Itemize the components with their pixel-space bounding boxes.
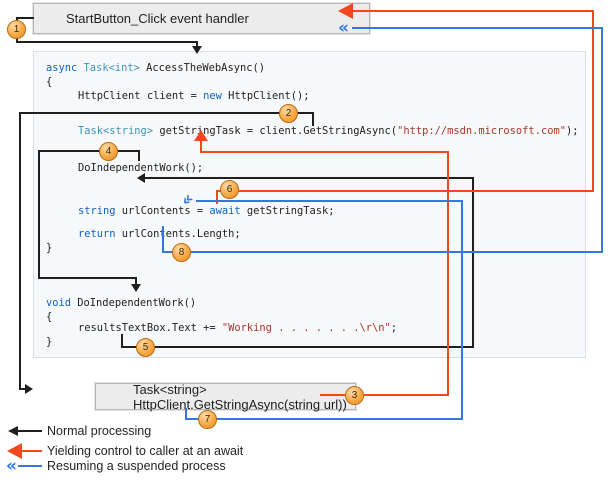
red-arrowhead-left-icon (338, 3, 353, 19)
flow-line-red (592, 10, 594, 192)
legend-label-yielding: Yielding control to caller at an await (47, 444, 244, 458)
event-handler-box: StartButton_Click event handler (33, 3, 370, 34)
flow-line-red (200, 151, 449, 153)
flow-line-blue (185, 408, 187, 420)
flow-line-blue (196, 200, 463, 202)
flow-line-blue (352, 27, 603, 29)
arrowhead-down-icon (131, 284, 141, 292)
flow-line-black (138, 150, 140, 161)
flow-line-black (38, 150, 140, 152)
step-marker-8: 8 (172, 243, 191, 262)
flow-line-red (200, 140, 202, 152)
access-the-web-async-code-box (33, 51, 586, 358)
legend-black-arrow-line (17, 430, 42, 432)
step-marker-6: 6 (220, 180, 239, 199)
code-line: { (46, 311, 53, 323)
flow-line-black (19, 112, 314, 114)
flow-line-black (16, 41, 198, 43)
red-arrowhead-up-icon (194, 130, 208, 141)
flow-line-black (19, 388, 26, 390)
step-marker-7: 7 (198, 410, 217, 429)
flow-line-black (121, 346, 474, 348)
arrowhead-right-icon (25, 384, 33, 394)
code-line: { (46, 76, 53, 88)
code-line: Task<string> getStringTask = client.GetS… (78, 125, 579, 137)
step-marker-2: 2 (279, 104, 298, 123)
flow-line-red (447, 151, 449, 396)
flow-line-red (320, 394, 449, 396)
flow-line-red (216, 190, 218, 204)
flow-line-blue (461, 200, 463, 420)
flow-line-black (135, 277, 137, 285)
code-line: resultsTextBox.Text += "Working . . . . … (78, 322, 398, 334)
flow-line-black (38, 150, 40, 279)
code-line: } (46, 242, 53, 254)
flow-line-blue (162, 251, 603, 253)
flow-line-red (352, 10, 594, 12)
step-marker-5: 5 (136, 338, 155, 357)
code-line: DoIndependentWork(); (78, 162, 204, 174)
flow-line-blue (162, 226, 164, 253)
flow-line-red (216, 190, 594, 192)
flow-line-black (472, 177, 474, 348)
arrowhead-down-icon (192, 46, 202, 54)
legend-red-arrow-line (20, 450, 42, 452)
legend-blue-chevron-icon: « (6, 456, 17, 476)
legend-blue-arrow-line (18, 465, 42, 467)
step-marker-4: 4 (99, 142, 118, 161)
code-line: HttpClient client = new HttpClient(); (78, 90, 310, 102)
flow-line-black (312, 112, 314, 126)
legend-label-normal: Normal processing (47, 424, 152, 438)
step-marker-1: 1 (7, 20, 26, 39)
code-line: return urlContents.Length; (78, 228, 241, 240)
flow-line-blue (186, 418, 463, 420)
code-line: string urlContents = await getStringTask… (78, 205, 335, 217)
flow-line-black (38, 277, 137, 279)
flow-line-black (196, 41, 198, 47)
legend-red-arrow-icon (7, 443, 22, 459)
legend-black-arrow-icon (8, 426, 18, 436)
getstringasync-box-label: Task<string> HttpClient.GetStringAsync(s… (133, 381, 347, 412)
legend-label-resuming: Resuming a suspended process (47, 459, 226, 473)
arrowhead-left-icon (137, 173, 145, 183)
flow-line-black (16, 17, 34, 19)
flow-line-black (121, 334, 123, 347)
step-marker-3: 3 (345, 386, 364, 405)
flow-line-black (19, 112, 21, 388)
blue-chevron-arrow-icon: « (338, 18, 349, 38)
flow-line-blue (601, 27, 603, 253)
event-handler-box-label: StartButton_Click event handler (66, 11, 249, 26)
code-line: void DoIndependentWork() (46, 297, 197, 309)
getstringasync-box: Task<string> HttpClient.GetStringAsync(s… (95, 381, 356, 412)
flow-line-black (145, 177, 474, 179)
code-line: } (46, 336, 53, 348)
code-line: async Task<int> AccessTheWebAsync() (46, 62, 265, 74)
